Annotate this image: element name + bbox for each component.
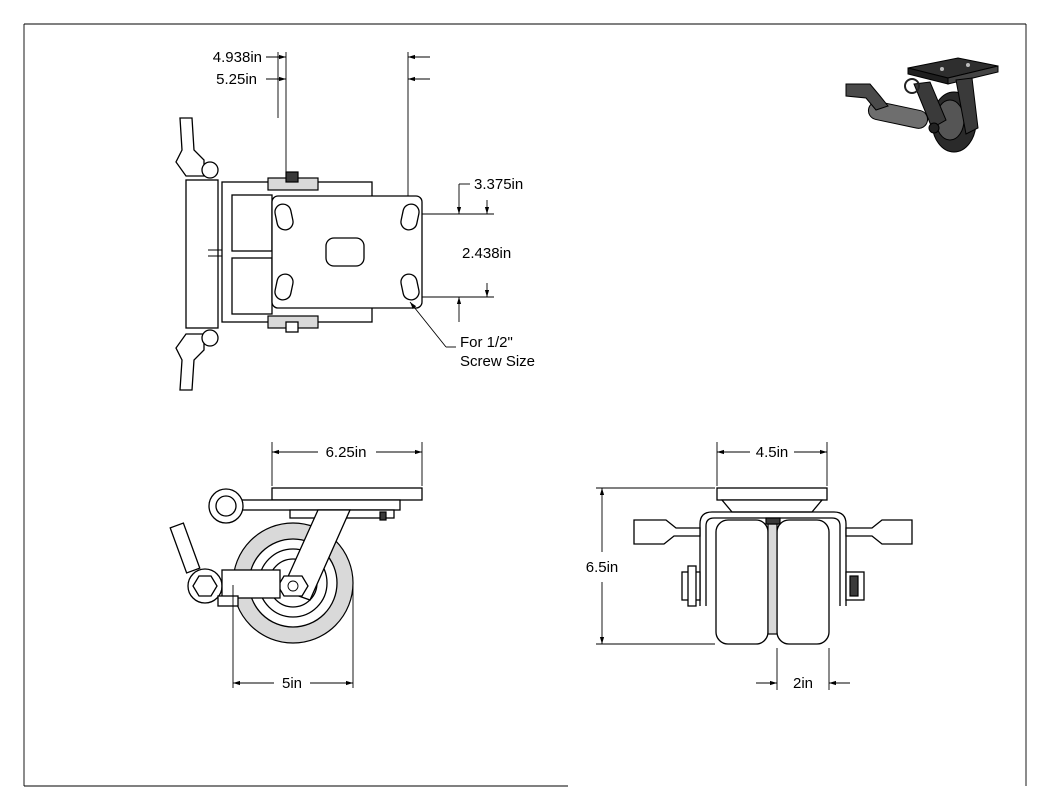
dim-hole-offset: 3.375in 2.438in	[422, 176, 523, 322]
isometric-view	[845, 57, 999, 153]
brake-axle	[185, 179, 219, 329]
front-top-plate	[716, 487, 828, 501]
top-view	[175, 117, 423, 391]
brake-pedal-top	[175, 117, 205, 177]
side-view	[169, 487, 423, 644]
dim-label-3375: 3.375in	[474, 176, 523, 193]
center-hole	[325, 237, 365, 267]
side-top-plate	[271, 487, 423, 501]
brake-pedal-bottom	[175, 333, 205, 391]
callout-line-2: Screw Size	[460, 353, 535, 370]
dim-label-45: 4.5in	[756, 444, 789, 461]
dim-label-65: 6.5in	[586, 559, 619, 576]
dim-plate-width: 4.5in	[716, 442, 828, 486]
dim-wheel-width: 2in	[756, 648, 850, 692]
mount-slot	[274, 273, 294, 301]
iso-brake-pedal	[845, 83, 889, 111]
dim-label-2438: 2.438in	[462, 245, 511, 262]
sheet-border	[23, 23, 1027, 787]
mount-slot	[400, 203, 420, 231]
front-wheel-left	[715, 519, 769, 645]
dim-label-4938: 4.938in	[213, 49, 262, 66]
mount-slot	[400, 273, 420, 301]
callout-line-1: For 1/2"	[460, 334, 513, 351]
front-fork	[699, 511, 847, 606]
mount-slot	[274, 203, 294, 231]
dim-mount-width: 4.938in 5.25in	[213, 49, 430, 196]
front-wheel-right	[776, 519, 830, 645]
dim-label-2: 2in	[793, 675, 813, 692]
dim-wheel-diameter: 5in	[232, 585, 354, 692]
dim-label-625: 6.25in	[326, 444, 367, 461]
dim-label-5: 5in	[282, 675, 302, 692]
dim-plate-length: 6.25in	[271, 442, 423, 486]
front-pedal-left	[633, 519, 701, 545]
brake-lever	[169, 522, 201, 574]
front-pedal-right	[845, 519, 913, 545]
front-view	[633, 487, 913, 645]
screw-callout: For 1/2" Screw Size	[409, 301, 535, 370]
iso-brake-bar	[867, 101, 929, 129]
dim-label-525: 5.25in	[216, 71, 257, 88]
dim-overall-height: 6.5in	[586, 487, 715, 645]
